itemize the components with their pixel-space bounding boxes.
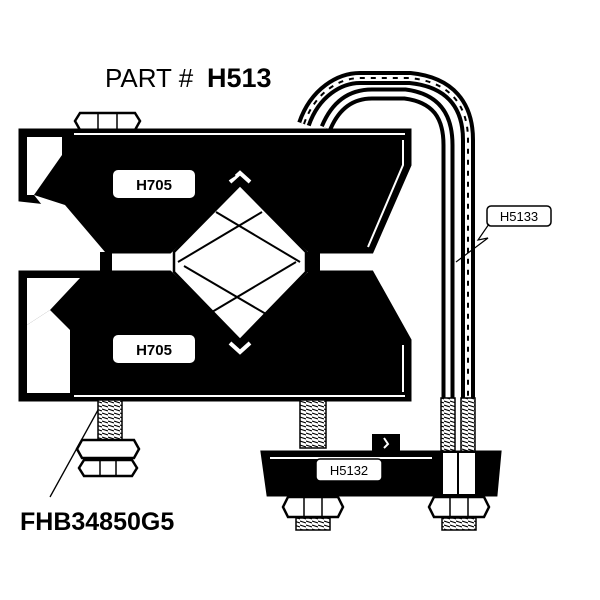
u-bolt-part-number: H5133	[500, 209, 538, 224]
left-bolt-assembly	[75, 399, 141, 478]
center-bolt-thread	[299, 399, 327, 449]
part-title: PART # H513	[105, 63, 272, 93]
pipe-section	[172, 183, 308, 342]
u-bolt-thread-left	[440, 397, 456, 454]
clamp-plate: H5132	[260, 434, 502, 497]
left-block-spacer	[100, 252, 112, 272]
bottom-nut-center	[281, 495, 345, 531]
upper-block-label: H705	[113, 170, 195, 198]
part-title-prefix: PART #	[105, 63, 194, 93]
u-bolt-callout: H5133	[455, 205, 552, 263]
part-number: H513	[207, 63, 272, 93]
top-hex-nut	[73, 111, 142, 132]
lower-block-part-number: H705	[136, 342, 172, 359]
left-bolt-thread	[97, 399, 123, 441]
right-block-spacer	[306, 252, 320, 272]
clamp-plate-part-number: H5132	[330, 463, 368, 478]
u-bolt-thread-right	[460, 397, 476, 454]
bottom-nut-right	[427, 495, 491, 531]
clamp-plate-tab	[372, 434, 400, 452]
hardware-part-number: FHB34850G5	[20, 508, 174, 536]
left-washer	[75, 438, 141, 460]
lower-v-block	[18, 270, 412, 402]
upper-block-part-number: H705	[136, 177, 172, 194]
hardware-callout: FHB34850G5	[20, 409, 174, 536]
left-hex-nut	[77, 458, 139, 478]
upper-v-block	[18, 128, 412, 254]
lower-block-label: H705	[113, 335, 195, 363]
u-bolt	[297, 71, 476, 488]
